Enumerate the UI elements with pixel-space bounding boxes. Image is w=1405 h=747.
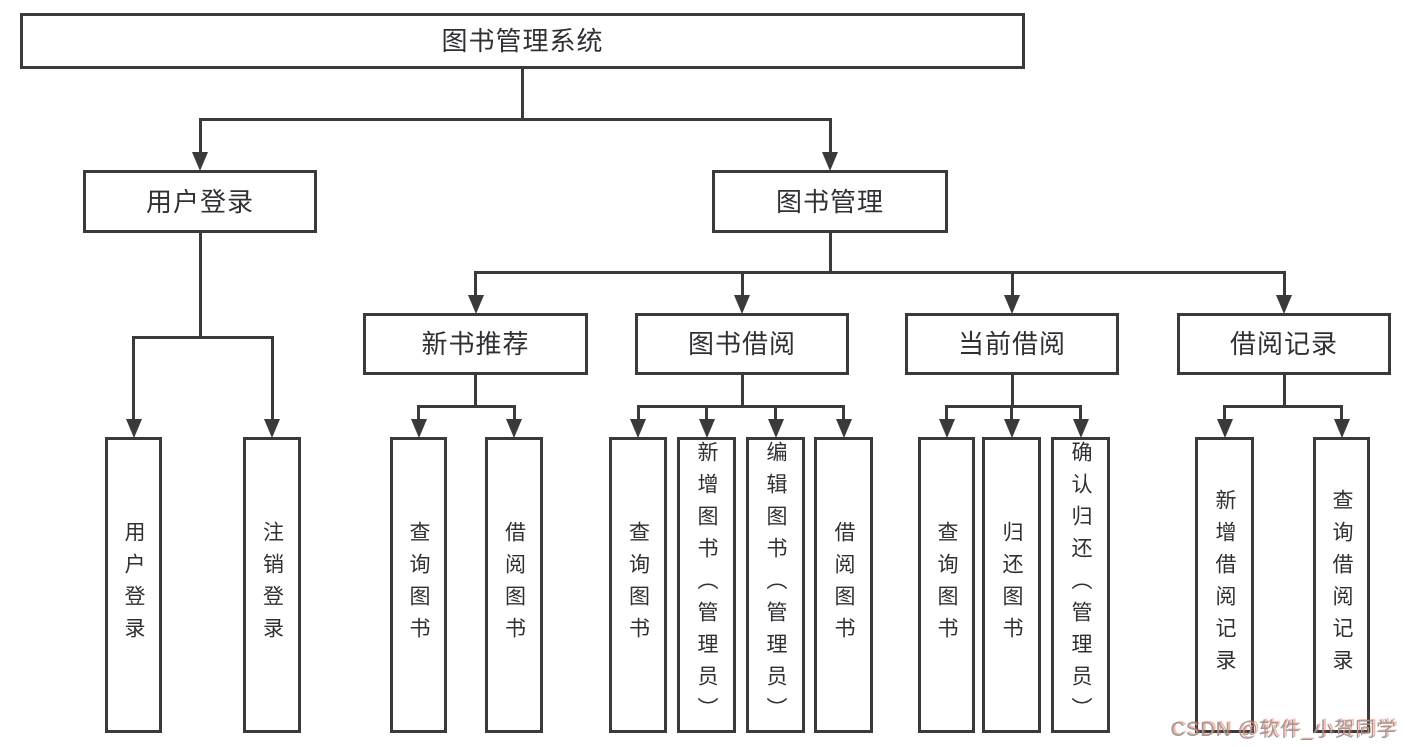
node-label-root: 图书管理系统 [441, 26, 604, 56]
node-label-v-logout: 注销登录 [260, 521, 284, 649]
connector-rail-current-borrow [945, 405, 1082, 408]
watermark: CSDN @软件_小贺同学 [1170, 719, 1397, 741]
node-book-borrow: 图书借阅 [635, 313, 849, 375]
node-label-user-login: 用户登录 [145, 186, 254, 217]
arrowhead-v-query-book-1 [410, 419, 427, 438]
arrowhead-v-query-record [1333, 419, 1350, 438]
node-user-login: 用户登录 [83, 170, 317, 233]
node-label-v-query-book-3: 查询图书 [935, 521, 959, 649]
node-label-current-borrow: 当前借阅 [957, 329, 1066, 359]
arrowhead-v-edit-book [767, 419, 784, 438]
node-label-book-mgmt: 图书管理 [775, 186, 884, 217]
connector-drop-v-edit-book [774, 405, 777, 420]
node-v-logout: 注销登录 [243, 437, 301, 733]
arrowhead-book-mgmt [822, 152, 838, 171]
node-v-borrow-book-1: 借阅图书 [485, 437, 543, 733]
node-v-edit-book: 编辑图书（管理员） [746, 437, 805, 733]
node-label-v-borrow-book-1: 借阅图书 [502, 521, 526, 649]
arrowhead-borrow-records [1276, 295, 1292, 314]
connector-stem-new-book-rec [474, 375, 477, 408]
node-root: 图书管理系统 [20, 13, 1025, 69]
connector-stem-book-mgmt [828, 233, 832, 274]
node-label-v-query-book-1: 查询图书 [407, 521, 431, 649]
connector-drop-v-confirm-return [1079, 405, 1082, 420]
node-v-query-book-3: 查询图书 [918, 437, 975, 733]
connector-drop-book-mgmt [828, 118, 832, 153]
connector-stem-borrow-records [1282, 375, 1286, 408]
connector-stem-user-login [198, 233, 202, 339]
arrowhead-v-query-book-2 [630, 419, 646, 438]
node-label-v-edit-book: 编辑图书（管理员） [764, 441, 788, 729]
arrowhead-current-borrow [1004, 295, 1020, 314]
arrowhead-user-login [192, 152, 208, 171]
node-label-borrow-records: 借阅记录 [1229, 329, 1338, 359]
connector-drop-borrow-records [1282, 271, 1286, 296]
connector-drop-v-add-book [705, 405, 708, 420]
node-label-new-book-rec: 新书推荐 [421, 329, 530, 359]
node-borrow-records: 借阅记录 [1177, 313, 1391, 375]
connector-drop-v-user-login [132, 336, 135, 420]
arrowhead-v-user-login [125, 419, 142, 438]
arrowhead-v-borrow-book-1 [506, 419, 522, 438]
arrowhead-v-borrow-book-2 [835, 419, 852, 438]
connector-rail-new-book-rec [417, 405, 516, 408]
node-v-query-book-2: 查询图书 [609, 437, 667, 733]
arrowhead-v-logout [264, 419, 280, 438]
connector-stem-current-borrow [1010, 375, 1014, 408]
arrowhead-book-borrow [734, 295, 750, 314]
node-book-mgmt: 图书管理 [712, 170, 948, 233]
node-v-query-book-1: 查询图书 [390, 437, 447, 733]
connector-rail-root [198, 118, 832, 121]
connector-drop-v-logout [270, 336, 274, 420]
connector-drop-v-return-book [1010, 405, 1013, 420]
node-v-borrow-book-2: 借阅图书 [814, 437, 873, 733]
node-v-return-book: 归还图书 [982, 437, 1041, 733]
connector-drop-book-borrow [740, 271, 744, 296]
node-label-v-confirm-return: 确认归还（管理员） [1069, 441, 1093, 729]
node-v-user-login: 用户登录 [105, 437, 162, 733]
arrowhead-v-return-book [1003, 419, 1020, 438]
node-current-borrow: 当前借阅 [905, 313, 1119, 375]
connector-drop-v-query-book-3 [945, 405, 948, 420]
arrowhead-new-book-rec [467, 295, 484, 314]
arrowhead-v-add-book [698, 419, 715, 438]
node-v-add-book: 新增图书（管理员） [677, 437, 736, 733]
node-v-query-record: 查询借阅记录 [1313, 437, 1370, 733]
node-label-v-add-record: 新增借阅记录 [1213, 489, 1237, 681]
arrowhead-v-confirm-return [1072, 419, 1089, 438]
connector-drop-v-add-record [1223, 405, 1226, 420]
node-label-v-add-book: 新增图书（管理员） [695, 441, 719, 729]
connector-drop-v-query-record [1340, 405, 1343, 420]
connector-rail-user-login [132, 336, 274, 339]
connector-rail-borrow-records [1223, 405, 1343, 408]
connector-drop-v-query-book-2 [636, 405, 640, 420]
node-label-v-user-login: 用户登录 [122, 521, 146, 649]
connector-drop-new-book-rec [474, 271, 477, 296]
node-label-v-return-book: 归还图书 [1000, 521, 1024, 649]
node-label-v-query-book-2: 查询图书 [626, 521, 650, 649]
connector-rail-book-borrow [636, 405, 845, 408]
arrowhead-v-query-book-3 [938, 419, 955, 438]
connector-drop-current-borrow [1010, 271, 1014, 296]
connector-rail-book-mgmt [474, 271, 1286, 274]
node-v-confirm-return: 确认归还（管理员） [1051, 437, 1110, 733]
connector-drop-v-borrow-book-1 [512, 405, 516, 420]
connector-drop-v-query-book-1 [417, 405, 420, 420]
node-new-book-rec: 新书推荐 [363, 313, 588, 375]
node-v-add-record: 新增借阅记录 [1195, 437, 1254, 733]
connector-drop-user-login [198, 118, 202, 153]
connector-drop-v-borrow-book-2 [842, 405, 845, 420]
node-label-book-borrow: 图书借阅 [687, 329, 796, 359]
connector-stem-root [521, 69, 524, 121]
node-label-v-borrow-book-2: 借阅图书 [832, 521, 856, 649]
connector-stem-book-borrow [740, 375, 744, 408]
arrowhead-v-add-record [1216, 419, 1233, 438]
node-label-v-query-record: 查询借阅记录 [1330, 489, 1354, 681]
